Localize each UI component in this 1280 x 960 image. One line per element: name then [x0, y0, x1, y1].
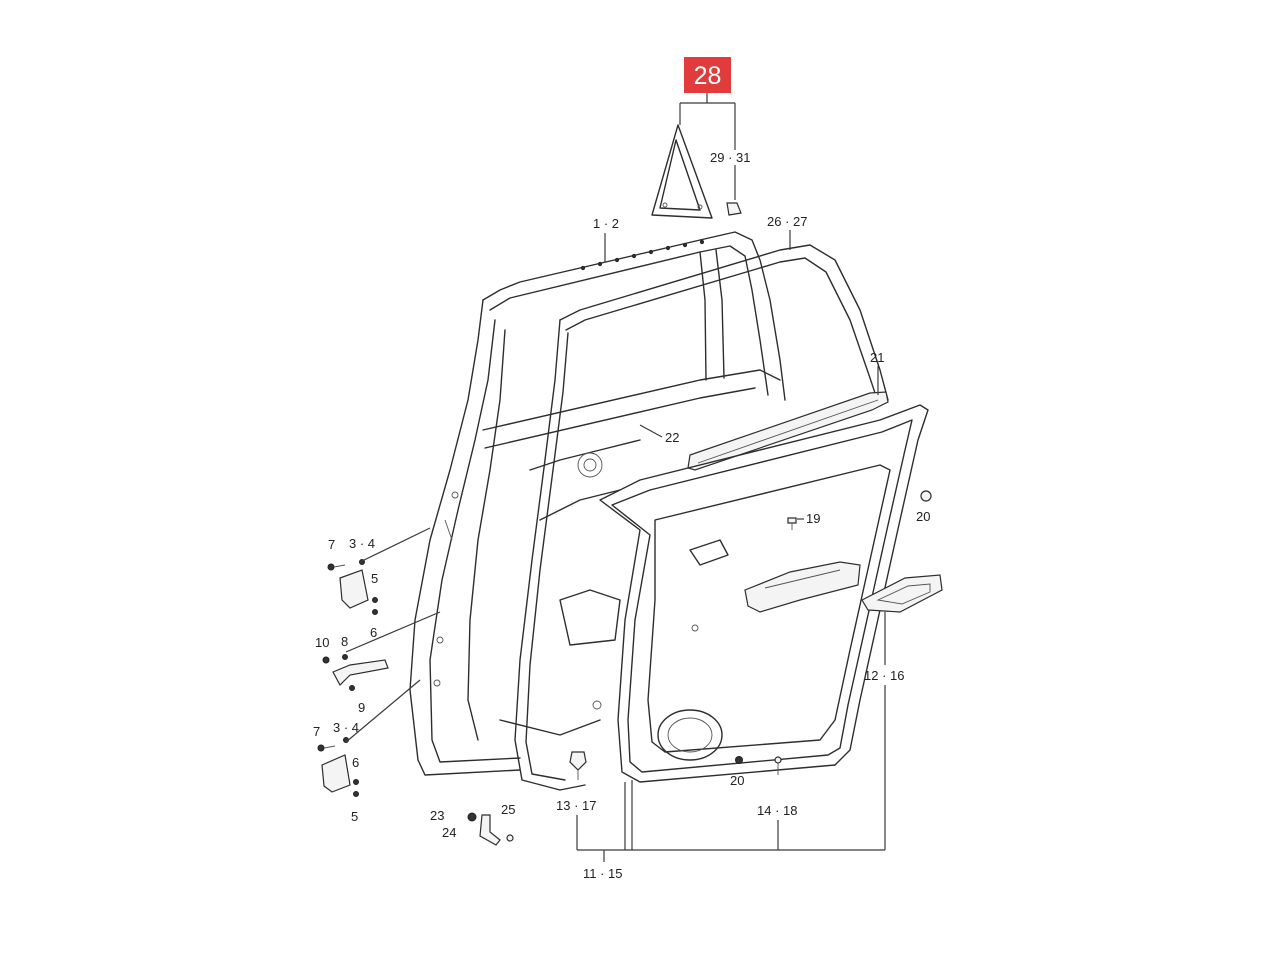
leader-22	[639, 424, 663, 438]
label-9: 9	[358, 700, 365, 715]
check-strap-part	[322, 611, 441, 691]
label-7-upper: 7	[328, 537, 335, 552]
label-21: 21	[870, 350, 884, 365]
label-3-4-lower: 3 · 4	[333, 720, 359, 735]
label-14-18: 14 · 18	[757, 803, 797, 818]
label-24: 24	[442, 825, 456, 840]
label-23: 23	[430, 808, 444, 823]
leader-11-15	[577, 780, 885, 862]
label-20-bottom: 20	[730, 773, 744, 788]
part-labels: 29 · 31 1 · 2 26 · 27 21 22 19 20 7 3 · …	[313, 150, 930, 881]
label-3-4-upper: 3 · 4	[349, 536, 375, 551]
label-12-16: 12 · 16	[864, 668, 904, 683]
label-26-27: 26 · 27	[767, 214, 807, 229]
clip-part-13-17	[569, 751, 587, 850]
label-5-upper: 5	[371, 571, 378, 586]
label-29-31: 29 · 31	[710, 150, 750, 165]
label-6-upper: 6	[370, 625, 377, 640]
quarter-glass-part	[651, 124, 713, 219]
highlight-label: 28	[694, 62, 722, 90]
label-1-2: 1 · 2	[593, 216, 619, 231]
clip-part-20-top	[920, 490, 932, 502]
label-10: 10	[315, 635, 329, 650]
lower-hinge-part	[317, 679, 421, 797]
label-8: 8	[341, 634, 348, 649]
label-19: 19	[806, 511, 820, 526]
weatherstrip-part	[514, 244, 889, 791]
label-25: 25	[501, 802, 515, 817]
bracket-part-23-25	[467, 812, 514, 846]
label-13-17: 13 · 17	[556, 798, 596, 813]
upper-hinge-part	[327, 527, 431, 615]
trim-panel-part	[599, 404, 929, 783]
label-22: 22	[665, 430, 679, 445]
belt-molding-part	[687, 391, 889, 471]
screw-part-14-18	[774, 756, 782, 850]
highlight-box	[684, 57, 731, 93]
label-20-top: 20	[916, 509, 930, 524]
screw-part-19	[787, 517, 804, 530]
label-5-lower: 5	[351, 809, 358, 824]
clip-part-20-bottom	[735, 756, 743, 764]
clip-part-29-31	[726, 202, 742, 216]
label-7-lower: 7	[313, 724, 320, 739]
label-11-15: 11 · 15	[583, 866, 623, 881]
door-frame-part	[409, 231, 786, 776]
callout-28[interactable]: 28	[684, 57, 731, 93]
switch-bezel-part	[861, 574, 943, 850]
leader-28	[679, 93, 736, 200]
label-6-lower: 6	[352, 755, 359, 770]
